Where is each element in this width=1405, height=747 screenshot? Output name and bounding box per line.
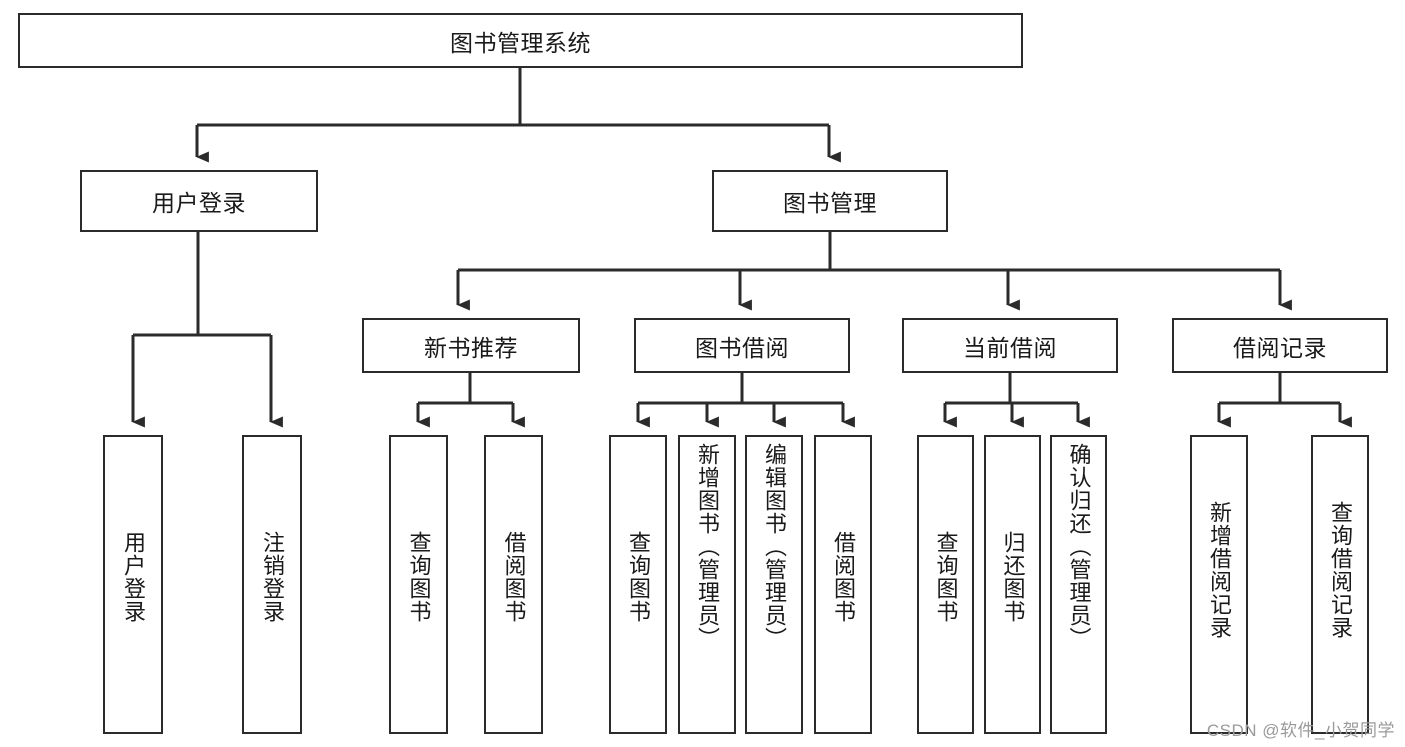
leaf-borrow-book-recommend-label: 借阅图书 [501, 531, 527, 623]
leaf-query-book-current-label: 查询图书 [933, 531, 959, 623]
leaf-query-book-recommend-label: 查询图书 [406, 531, 432, 623]
leaf-confirm-return-admin-label: 确认归还（管理员） [1066, 443, 1092, 650]
node-borrow-record-label: 借阅记录 [1233, 334, 1327, 361]
leaf-user-login[interactable]: 用户登录 [103, 435, 163, 734]
leaf-add-book-admin-label: 新增图书（管理员） [694, 443, 720, 650]
node-current-borrow-label: 当前借阅 [963, 334, 1057, 361]
leaf-borrow-book[interactable]: 借阅图书 [814, 435, 872, 734]
leaf-return-book-label: 归还图书 [1000, 531, 1026, 623]
leaf-user-login-label: 用户登录 [120, 531, 146, 623]
leaf-add-borrow-record-label: 新增借阅记录 [1206, 501, 1232, 639]
leaf-query-borrow-record-label: 查询借阅记录 [1327, 501, 1353, 639]
leaf-add-borrow-record[interactable]: 新增借阅记录 [1190, 435, 1248, 734]
node-book-borrow-label: 图书借阅 [695, 334, 789, 361]
leaf-query-book-recommend[interactable]: 查询图书 [389, 435, 448, 734]
leaf-query-book-borrow[interactable]: 查询图书 [609, 435, 667, 734]
leaf-confirm-return-admin[interactable]: 确认归还（管理员） [1050, 435, 1107, 734]
node-new-book-recommend[interactable]: 新书推荐 [362, 318, 580, 373]
node-book-borrow[interactable]: 图书借阅 [634, 318, 850, 373]
node-book-management-label: 图书管理 [783, 190, 877, 216]
leaf-user-logout[interactable]: 注销登录 [242, 435, 302, 734]
leaf-add-book-admin[interactable]: 新增图书（管理员） [678, 435, 736, 734]
leaf-return-book[interactable]: 归还图书 [984, 435, 1041, 734]
node-root-label: 图书管理系统 [450, 29, 591, 56]
leaf-edit-book-admin-label: 编辑图书（管理员） [761, 443, 787, 650]
leaf-borrow-book-recommend[interactable]: 借阅图书 [484, 435, 543, 734]
node-book-management[interactable]: 图书管理 [712, 170, 948, 232]
csdn-watermark: CSDN @软件_小贺同学 [1206, 721, 1395, 740]
leaf-edit-book-admin[interactable]: 编辑图书（管理员） [745, 435, 803, 734]
leaf-borrow-book-label: 借阅图书 [830, 531, 856, 623]
node-root[interactable]: 图书管理系统 [18, 13, 1023, 68]
node-new-book-recommend-label: 新书推荐 [424, 334, 518, 361]
node-user-login[interactable]: 用户登录 [80, 170, 318, 232]
leaf-query-borrow-record[interactable]: 查询借阅记录 [1311, 435, 1369, 734]
leaf-query-book-current[interactable]: 查询图书 [917, 435, 974, 734]
node-user-login-label: 用户登录 [152, 190, 246, 216]
leaf-user-logout-label: 注销登录 [259, 531, 285, 623]
node-borrow-record[interactable]: 借阅记录 [1172, 318, 1388, 373]
leaf-query-book-borrow-label: 查询图书 [625, 531, 651, 623]
node-current-borrow[interactable]: 当前借阅 [902, 318, 1118, 373]
